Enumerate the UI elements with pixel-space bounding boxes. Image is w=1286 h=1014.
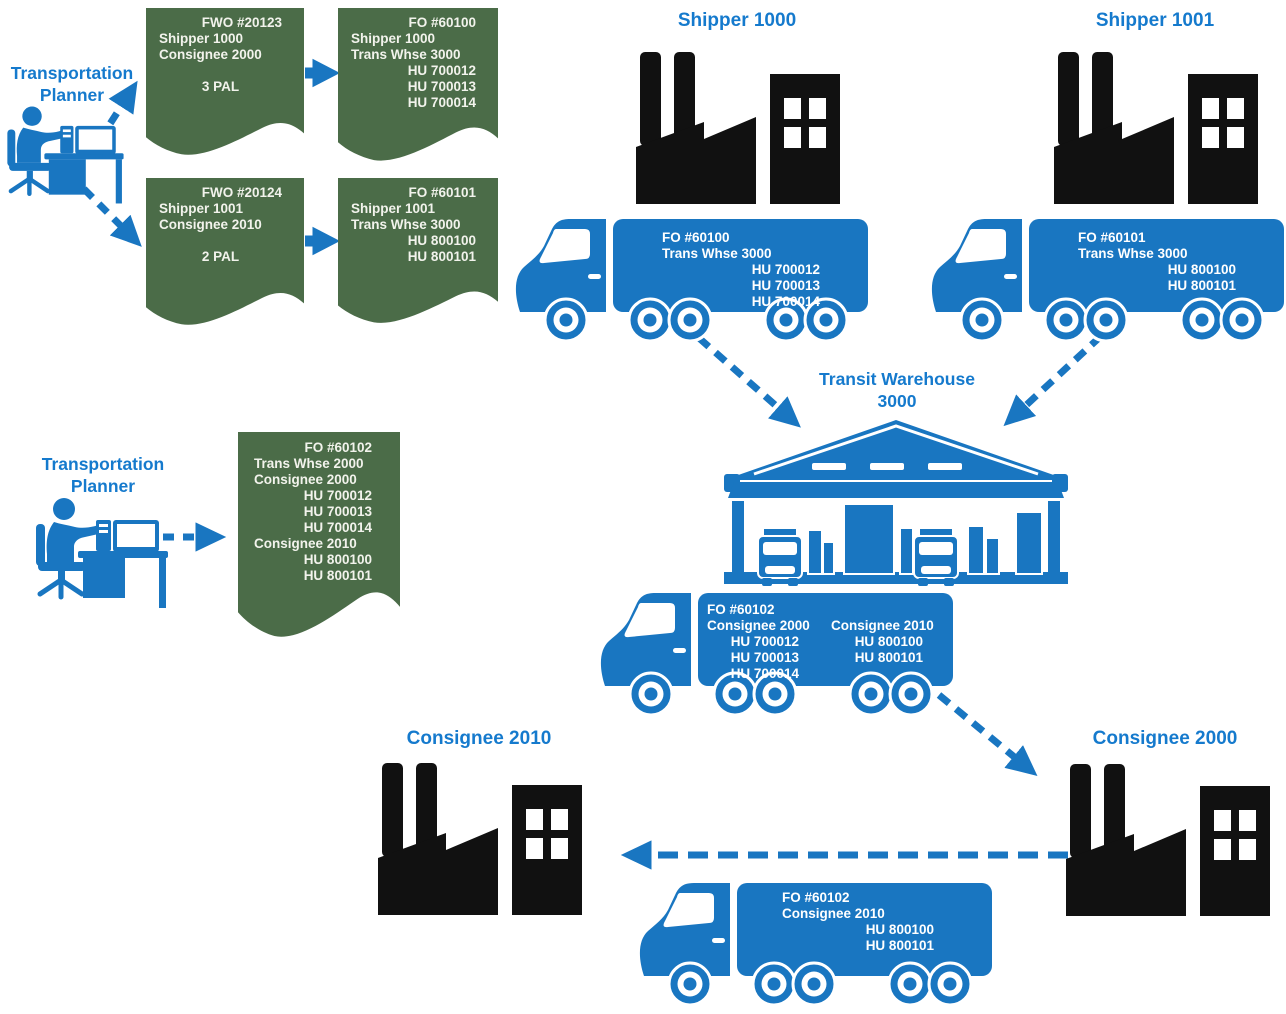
truck-line: FO #60101	[1078, 230, 1146, 245]
person-at-desk-icon	[28, 494, 168, 612]
document-icon	[338, 8, 498, 161]
arrow-truck60101-to-warehouse	[1003, 333, 1104, 427]
doc-hu: HU 700012	[303, 488, 372, 503]
warehouse-label-line2: 3000	[877, 391, 917, 411]
truck-hu: HU 700014	[730, 666, 799, 681]
truck-line: Consignee 2010	[831, 618, 934, 633]
truck-hu: HU 700012	[730, 634, 799, 649]
label-consignee-2010: Consignee 2010	[406, 728, 552, 749]
doc-line: Trans Whse 3000	[351, 47, 461, 62]
doc-title: FO #60100	[408, 15, 476, 30]
doc-hu: HU 800101	[303, 568, 372, 583]
label-shipper-1001: Shipper 1001	[1095, 10, 1215, 31]
doc-fo-60102: FO #60102 Trans Whse 2000 Consignee 2000…	[238, 432, 400, 644]
factory-icon	[628, 46, 846, 204]
truck-hu: HU 800100	[854, 634, 923, 649]
doc-line: Shipper 1001	[351, 201, 436, 216]
factory-icon	[1046, 46, 1264, 204]
truck-line: FO #60102	[782, 890, 850, 905]
planner-label-line2: Planner	[39, 85, 105, 105]
label-consignee-2000: Consignee 2000	[1092, 728, 1238, 749]
factory-icon	[1058, 758, 1276, 916]
doc-line: Trans Whse 2000	[254, 456, 364, 471]
arrow-planner-to-fwo20124	[81, 186, 142, 247]
doc-line: Trans Whse 3000	[351, 217, 461, 232]
arrow-truck60100-to-warehouse	[696, 335, 801, 428]
document-icon	[238, 432, 400, 637]
doc-fwo-20124: FWO #20124 Shipper 1001 Consignee 2010 2…	[146, 178, 304, 330]
truck-hu: HU 700013	[730, 650, 799, 665]
planner-label-line1: Transportation	[10, 63, 134, 83]
truck-fo-60102: FO #60102 Consignee 2000 HU 700012 HU 70…	[595, 588, 955, 720]
doc-fo-60100: FO #60100 Shipper 1000 Trans Whse 3000 H…	[338, 8, 498, 166]
truck-line: FO #60100	[662, 230, 730, 245]
document-icon	[146, 178, 304, 325]
doc-hu: HU 700014	[407, 95, 476, 110]
warehouse-label-line1: Transit Warehouse	[819, 369, 975, 389]
truck-fo-60101: FO #60101 Trans Whse 3000 HU 800100 HU 8…	[926, 214, 1286, 346]
truck-line: Consignee 2010	[782, 906, 885, 921]
doc-hu: HU 800101	[407, 249, 476, 264]
doc-line: Shipper 1001	[159, 201, 244, 216]
doc-line: Consignee 2010	[159, 217, 262, 232]
doc-hu: HU 700013	[407, 79, 476, 94]
label-transportation-planner-left: Transportation Planner	[33, 453, 173, 497]
doc-line: Consignee 2010	[254, 536, 357, 551]
label-shipper-1000: Shipper 1000	[677, 10, 797, 31]
doc-line: Consignee 2000	[254, 472, 357, 487]
doc-hu: HU 800100	[407, 233, 476, 248]
doc-quantity: 3 PAL	[201, 79, 240, 94]
warehouse-icon	[724, 418, 1068, 590]
truck-line: Trans Whse 3000	[662, 246, 772, 261]
doc-hu: HU 700014	[303, 520, 372, 535]
doc-title: FO #60102	[304, 440, 372, 455]
truck-line: Consignee 2000	[707, 618, 810, 633]
truck-hu: HU 700013	[751, 278, 820, 293]
doc-hu: HU 800100	[303, 552, 372, 567]
doc-line: Consignee 2000	[159, 47, 262, 62]
truck-hu: HU 800101	[854, 650, 923, 665]
doc-fwo-20123: FWO #20123 Shipper 1000 Consignee 2000 3…	[146, 8, 304, 160]
planner-label-line1: Transportation	[41, 454, 165, 474]
planner-label-line2: Planner	[70, 476, 136, 496]
document-icon	[338, 178, 498, 323]
truck-hu: HU 800100	[865, 922, 934, 937]
person-at-desk-icon	[0, 103, 124, 207]
factory-icon	[370, 757, 588, 915]
truck-fo-60100: FO #60100 Trans Whse 3000 HU 700012 HU 7…	[510, 214, 870, 346]
doc-title: FWO #20124	[201, 185, 282, 200]
doc-quantity: 2 PAL	[201, 249, 240, 264]
truck-fo-60102-final: FO #60102 Consignee 2010 HU 800100 HU 80…	[634, 878, 994, 1010]
truck-hu: HU 800101	[1167, 278, 1236, 293]
document-icon	[146, 8, 304, 155]
truck-hu: HU 800100	[1167, 262, 1236, 277]
truck-hu: HU 800101	[865, 938, 934, 953]
arrow-truck60102-to-consignee2000	[936, 692, 1038, 777]
doc-hu: HU 700013	[303, 504, 372, 519]
truck-hu: HU 700012	[751, 262, 820, 277]
label-transportation-planner-top: Transportation Planner	[2, 62, 142, 106]
doc-line: Shipper 1000	[351, 31, 436, 46]
truck-hu: HU 700014	[751, 294, 820, 309]
doc-hu: HU 700012	[407, 63, 476, 78]
truck-line: FO #60102	[707, 602, 775, 617]
doc-fo-60101: FO #60101 Shipper 1001 Trans Whse 3000 H…	[338, 178, 498, 328]
doc-title: FO #60101	[408, 185, 476, 200]
label-transit-warehouse: Transit Warehouse 3000	[789, 368, 1005, 412]
doc-title: FWO #20123	[201, 15, 282, 30]
doc-line: Shipper 1000	[159, 31, 244, 46]
truck-line: Trans Whse 3000	[1078, 246, 1188, 261]
